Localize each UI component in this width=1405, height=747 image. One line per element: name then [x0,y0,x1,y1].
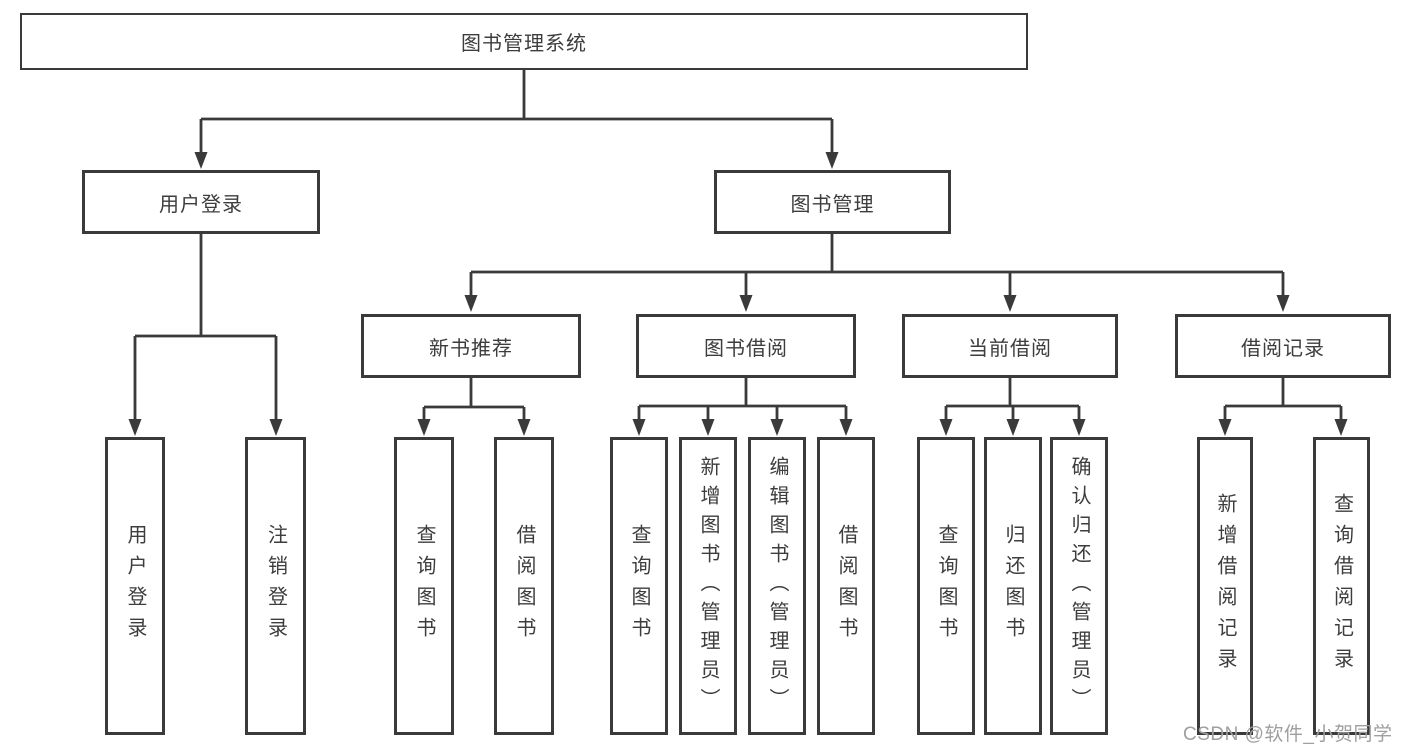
leaf-query-borrow-record: 查询借阅记录 [1313,437,1370,735]
arrowhead-icon [701,419,715,436]
arrowhead-icon [1072,419,1086,436]
node-new-book-recommend-label: 新书推荐 [429,337,513,360]
leaf-return-book: 归还图书 [984,437,1042,735]
leaf-borrow-books: 借阅图书 [817,437,875,735]
csdn-watermark: CSDN @软件_小贺同学 [1183,724,1393,745]
leaf-query-books-current-label: 查询图书 [935,524,957,648]
node-book-borrow-label: 图书借阅 [704,337,788,360]
leaf-add-book-admin-label: 新增图书（管理员） [697,455,719,717]
arrowhead-icon [464,295,478,312]
node-borrow-records-label: 借阅记录 [1241,337,1325,360]
node-library-system-label: 图书管理系统 [461,33,587,55]
arrowhead-icon [739,295,753,312]
arrowhead-icon [770,419,784,436]
leaf-add-borrow-record-label: 新增借阅记录 [1214,493,1236,679]
arrowhead-icon [194,152,208,169]
node-book-borrow: 图书借阅 [636,314,856,378]
arrowhead-icon [517,419,531,436]
leaf-return-book-label: 归还图书 [1002,524,1024,648]
node-user-login: 用户登录 [82,170,320,234]
leaf-confirm-return-admin: 确认归还（管理员） [1050,437,1108,735]
arrowhead-icon [1218,419,1232,436]
arrowhead-icon [939,419,953,436]
node-book-management: 图书管理 [714,170,951,234]
leaf-borrow-books-label: 借阅图书 [835,524,857,648]
arrowhead-icon [1003,295,1017,312]
node-borrow-records: 借阅记录 [1175,314,1391,378]
leaf-query-books-borrow: 查询图书 [610,437,668,735]
leaf-borrow-books-recommend-label: 借阅图书 [513,524,535,648]
node-library-system: 图书管理系统 [20,13,1028,70]
node-current-borrow-label: 当前借阅 [968,337,1052,360]
leaf-borrow-books-recommend: 借阅图书 [494,437,554,735]
arrowhead-icon [1334,419,1348,436]
node-book-management-label: 图书管理 [790,193,875,216]
leaf-edit-book-admin: 编辑图书（管理员） [748,437,806,735]
leaf-logout-label: 注销登录 [264,524,287,648]
leaf-confirm-return-admin-label: 确认归还（管理员） [1068,455,1090,717]
arrowhead-icon [128,419,142,436]
leaf-add-book-admin: 新增图书（管理员） [679,437,737,735]
node-current-borrow: 当前借阅 [902,314,1118,378]
arrowhead-icon [1006,419,1020,436]
leaf-add-borrow-record: 新增借阅记录 [1197,437,1253,735]
arrowhead-icon [632,419,646,436]
arrowhead-icon [839,419,853,436]
arrowhead-icon [1276,295,1290,312]
leaf-query-books-recommend-label: 查询图书 [413,524,435,648]
leaf-query-books-recommend: 查询图书 [394,437,454,735]
arrowhead-icon [417,419,431,436]
leaf-edit-book-admin-label: 编辑图书（管理员） [766,455,788,717]
leaf-user-login-label: 用户登录 [124,524,146,648]
arrowhead-icon [269,419,283,436]
leaf-user-login: 用户登录 [105,437,165,735]
leaf-logout: 注销登录 [245,437,306,735]
arrowhead-icon [825,152,839,169]
node-new-book-recommend: 新书推荐 [361,314,581,378]
node-user-login-label: 用户登录 [159,193,243,216]
leaf-query-books-borrow-label: 查询图书 [628,524,650,648]
leaf-query-borrow-record-label: 查询借阅记录 [1330,493,1353,679]
leaf-query-books-current: 查询图书 [917,437,975,735]
